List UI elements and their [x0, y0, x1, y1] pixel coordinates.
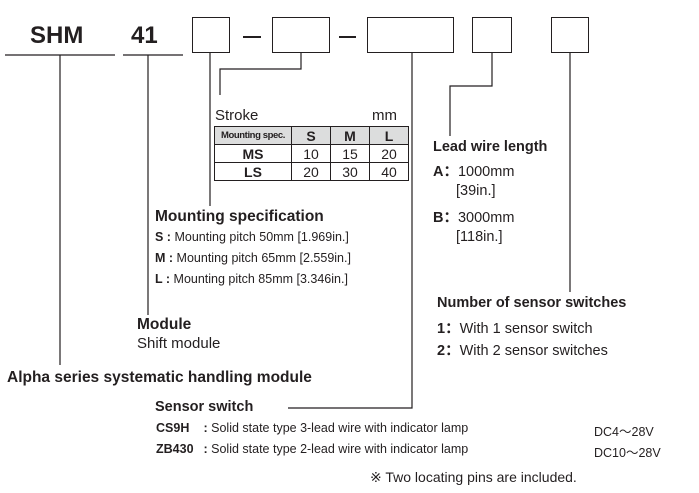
sensor-count-sep: ： — [445, 343, 460, 359]
sensor-count-heading: Number of sensor switches — [437, 295, 627, 311]
stroke-row-label: LS — [214, 162, 292, 181]
mounting-code: S : — [155, 230, 171, 244]
sensor-count-item: 2：With 2 sensor switches — [437, 339, 608, 360]
sensor-count-item: 1：With 1 sensor switch — [437, 317, 593, 338]
lead-wire-code: B — [433, 210, 444, 226]
sensor-switch-voltage: DC4～28V — [594, 425, 654, 439]
lead-wire-inch: [39in.] — [456, 183, 496, 199]
stroke-table-header: Mounting spec. S M L — [214, 126, 409, 145]
lead-wire-inch: [118in.] — [456, 229, 503, 245]
lead-wire-sep: ： — [443, 164, 458, 180]
stroke-cell: 15 — [330, 144, 370, 163]
sensor-switch-sep: : — [200, 421, 208, 435]
sensor-count-sep: ： — [445, 321, 460, 337]
mounting-spec-box — [192, 17, 230, 53]
stroke-col-s: S — [291, 126, 331, 145]
sensor-count-box — [551, 17, 589, 53]
mounting-heading: Mounting specification — [155, 208, 324, 225]
sensor-switch-heading: Sensor switch — [155, 399, 254, 415]
lead-wire-item: B：3000mm — [433, 206, 514, 227]
sensor-switch-item: ZB430 : Solid state type 2-lead wire wit… — [156, 442, 691, 460]
stroke-table: Mounting spec. S M L MS 10 15 20 LS 20 3… — [214, 126, 409, 181]
lead-wire-leader — [449, 53, 493, 136]
sensor-count-code: 2 — [437, 343, 446, 359]
mounting-code: M : — [155, 251, 174, 265]
sensor-switch-voltage: DC10～28V — [594, 446, 661, 460]
stroke-leader — [219, 53, 302, 95]
stroke-row: MS 10 15 20 — [214, 144, 409, 163]
sensor-switch-text: Solid state type 3-lead wire with indica… — [211, 421, 469, 435]
lead-wire-code: A — [433, 164, 444, 180]
stroke-col-m: M — [330, 126, 370, 145]
size-code: 41 — [131, 22, 158, 49]
mounting-text: Mounting pitch 50mm [1.969in.] — [174, 230, 349, 244]
lead-wire-box — [472, 17, 512, 53]
stroke-cell: 30 — [330, 162, 370, 181]
sensor-switch-sep: : — [200, 442, 208, 456]
stroke-col-l: L — [369, 126, 409, 145]
sensor-switch-text: Solid state type 2-lead wire with indica… — [211, 442, 469, 456]
lead-wire-sep: ： — [443, 210, 458, 226]
stroke-col-mounting: Mounting spec. — [214, 126, 292, 145]
sensor-switch-leader — [288, 53, 413, 409]
mounting-item: L : Mounting pitch 85mm [3.346in.] — [155, 272, 348, 286]
lead-wire-value: 3000mm — [457, 210, 515, 226]
lead-wire-value: 1000mm — [457, 164, 515, 180]
stroke-box — [272, 17, 330, 53]
stroke-title: Stroke — [215, 107, 259, 124]
sensor-count-text: With 2 sensor switches — [459, 343, 608, 359]
sensor-count-text: With 1 sensor switch — [459, 321, 593, 337]
stroke-cell: 40 — [369, 162, 409, 181]
mounting-text: Mounting pitch 65mm [2.559in.] — [176, 251, 351, 265]
stroke-unit: mm — [372, 107, 397, 124]
series-heading: Alpha series systematic handling module — [7, 369, 312, 386]
stroke-row-label: MS — [214, 144, 292, 163]
mounting-text: Mounting pitch 85mm [3.346in.] — [173, 272, 348, 286]
module-heading: Module — [137, 316, 192, 333]
stroke-cell: 10 — [291, 144, 331, 163]
sensor-switch-box — [367, 17, 454, 53]
lead-wire-item: A：1000mm — [433, 160, 514, 181]
module-text: Shift module — [137, 335, 221, 352]
stroke-row: LS 20 30 40 — [214, 162, 409, 181]
sensor-switch-code: CS9H — [156, 421, 190, 435]
locating-pins-note: ※ Two locating pins are included. — [370, 469, 577, 485]
sensor-switch-item: CS9H : Solid state type 3-lead wire with… — [156, 421, 691, 439]
sensor-switch-code: ZB430 — [156, 442, 194, 456]
stroke-cell: 20 — [369, 144, 409, 163]
mounting-item: S : Mounting pitch 50mm [1.969in.] — [155, 230, 349, 244]
mounting-code: L : — [155, 272, 171, 286]
sensor-count-code: 1 — [437, 321, 446, 337]
lead-wire-heading: Lead wire length — [433, 139, 548, 155]
stroke-cell: 20 — [291, 162, 331, 181]
mounting-item: M : Mounting pitch 65mm [2.559in.] — [155, 251, 351, 265]
series-code: SHM — [30, 22, 84, 49]
